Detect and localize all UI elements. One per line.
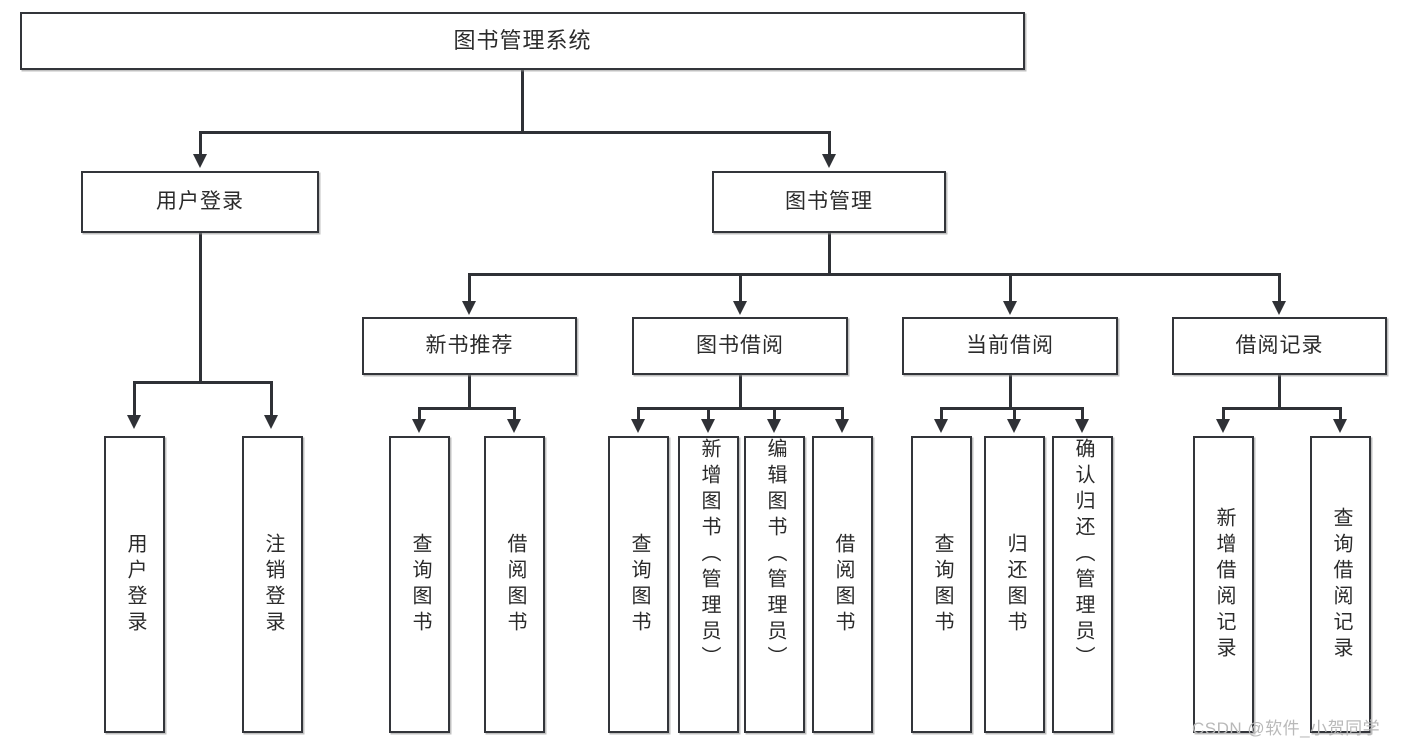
- csdn-watermark: CSDN @软件_小贺同学: [1192, 719, 1381, 738]
- node-leaf-return-book[interactable]: 归还图书: [984, 436, 1045, 733]
- node-leaf-logout-label: 注销登录: [262, 532, 284, 637]
- node-book-borrow[interactable]: 图书借阅: [632, 317, 848, 375]
- connector-to-current-borrow: [1009, 273, 1012, 303]
- node-leaf-edit-book[interactable]: 编辑图书（管理员）: [744, 436, 805, 733]
- node-leaf-add-record-label: 新增借阅记录: [1213, 506, 1235, 663]
- connector-current-borrow-c2: [1013, 407, 1016, 420]
- node-leaf-query-book-2[interactable]: 查询图书: [608, 436, 669, 733]
- arrow-leaf-edit-book: [767, 419, 781, 433]
- node-leaf-borrow-book-2-label: 借阅图书: [832, 532, 854, 637]
- arrow-to-new-book-rec: [462, 301, 476, 315]
- node-leaf-logout[interactable]: 注销登录: [242, 436, 303, 733]
- node-leaf-query-book-1[interactable]: 查询图书: [389, 436, 450, 733]
- node-leaf-borrow-book-1[interactable]: 借阅图书: [484, 436, 545, 733]
- node-leaf-query-record[interactable]: 查询借阅记录: [1310, 436, 1371, 733]
- arrow-leaf-query-book-3: [934, 419, 948, 433]
- arrow-leaf-add-record: [1216, 419, 1230, 433]
- node-borrow-record-label: 借阅记录: [1235, 333, 1324, 357]
- node-leaf-borrow-book-2[interactable]: 借阅图书: [812, 436, 873, 733]
- node-borrow-record[interactable]: 借阅记录: [1172, 317, 1387, 375]
- node-book-manage[interactable]: 图书管理: [712, 171, 946, 233]
- node-leaf-query-record-label: 查询借阅记录: [1330, 506, 1352, 663]
- arrow-leaf-borrow-book-1: [507, 419, 521, 433]
- arrow-to-book-manage: [822, 154, 836, 168]
- node-root[interactable]: 图书管理系统: [20, 12, 1025, 70]
- node-leaf-add-record[interactable]: 新增借阅记录: [1193, 436, 1254, 733]
- arrow-to-user-login: [193, 154, 207, 168]
- node-current-borrow-label: 当前借阅: [966, 333, 1054, 357]
- node-book-manage-label: 图书管理: [785, 189, 873, 213]
- connector-root-stem: [521, 70, 524, 132]
- connector-current-borrow-bus: [940, 407, 1082, 410]
- connector-borrow-record-left: [1222, 407, 1225, 420]
- arrow-leaf-query-book-1: [412, 419, 426, 433]
- connector-borrow-record-stem: [1278, 375, 1281, 409]
- connector-level2-bus: [199, 131, 831, 134]
- arrow-to-current-borrow: [1003, 301, 1017, 315]
- connector-to-borrow-record: [1278, 273, 1281, 303]
- node-leaf-return-book-label: 归还图书: [1004, 532, 1026, 637]
- arrow-leaf-add-book: [701, 419, 715, 433]
- node-new-book-rec-label: 新书推荐: [425, 333, 514, 357]
- connector-book-borrow-c1: [637, 407, 640, 420]
- node-leaf-query-book-2-label: 查询图书: [628, 532, 650, 637]
- connector-book-borrow-c4: [841, 407, 844, 420]
- connector-book-borrow-stem: [739, 375, 742, 409]
- connector-user-login-left: [133, 381, 136, 416]
- connector-level3-bus: [468, 273, 1280, 276]
- node-user-login[interactable]: 用户登录: [81, 171, 319, 233]
- node-root-label: 图书管理系统: [453, 28, 592, 54]
- node-leaf-edit-book-label: 编辑图书（管理员）: [764, 438, 786, 672]
- arrow-leaf-user-login: [127, 415, 141, 429]
- node-leaf-borrow-book-1-label: 借阅图书: [504, 532, 526, 637]
- connector-book-borrow-bus: [637, 407, 843, 410]
- node-leaf-query-book-1-label: 查询图书: [409, 532, 431, 637]
- node-leaf-user-login[interactable]: 用户登录: [104, 436, 165, 733]
- connector-new-book-rec-left: [418, 407, 421, 420]
- connector-borrow-record-right: [1339, 407, 1342, 420]
- connector-to-book-manage: [828, 131, 831, 155]
- node-new-book-rec[interactable]: 新书推荐: [362, 317, 577, 375]
- arrow-leaf-query-record: [1333, 419, 1347, 433]
- node-leaf-add-book[interactable]: 新增图书（管理员）: [678, 436, 739, 733]
- connector-new-book-rec-bus: [418, 407, 514, 410]
- connector-to-new-book-rec: [468, 273, 471, 303]
- connector-user-login-bus: [133, 381, 272, 384]
- connector-current-borrow-stem: [1009, 375, 1012, 409]
- node-user-login-label: 用户登录: [156, 189, 244, 213]
- connector-to-user-login: [199, 131, 202, 155]
- arrow-leaf-confirm-return: [1075, 419, 1089, 433]
- node-leaf-confirm-return-label: 确认归还（管理员）: [1072, 438, 1094, 672]
- connector-current-borrow-c3: [1081, 407, 1084, 420]
- node-leaf-confirm-return[interactable]: 确认归还（管理员）: [1052, 436, 1113, 733]
- connector-to-book-borrow: [739, 273, 742, 303]
- arrow-leaf-logout: [264, 415, 278, 429]
- connector-current-borrow-c1: [940, 407, 943, 420]
- connector-user-login-right: [270, 381, 273, 416]
- connector-book-manage-stem: [828, 233, 831, 275]
- node-current-borrow[interactable]: 当前借阅: [902, 317, 1118, 375]
- node-leaf-query-book-3-label: 查询图书: [931, 532, 953, 637]
- arrow-leaf-query-book-2: [631, 419, 645, 433]
- connector-book-borrow-c3: [773, 407, 776, 420]
- connector-user-login-stem: [199, 233, 202, 383]
- node-leaf-user-login-label: 用户登录: [124, 532, 146, 637]
- node-leaf-add-book-label: 新增图书（管理员）: [698, 438, 720, 672]
- node-leaf-query-book-3[interactable]: 查询图书: [911, 436, 972, 733]
- arrow-leaf-borrow-book-2: [835, 419, 849, 433]
- arrow-to-borrow-record: [1272, 301, 1286, 315]
- connector-new-book-rec-stem: [468, 375, 471, 409]
- connector-book-borrow-c2: [707, 407, 710, 420]
- arrow-to-book-borrow: [733, 301, 747, 315]
- connector-new-book-rec-right: [513, 407, 516, 420]
- arrow-leaf-return-book: [1007, 419, 1021, 433]
- node-book-borrow-label: 图书借阅: [696, 333, 784, 357]
- connector-borrow-record-bus: [1222, 407, 1341, 410]
